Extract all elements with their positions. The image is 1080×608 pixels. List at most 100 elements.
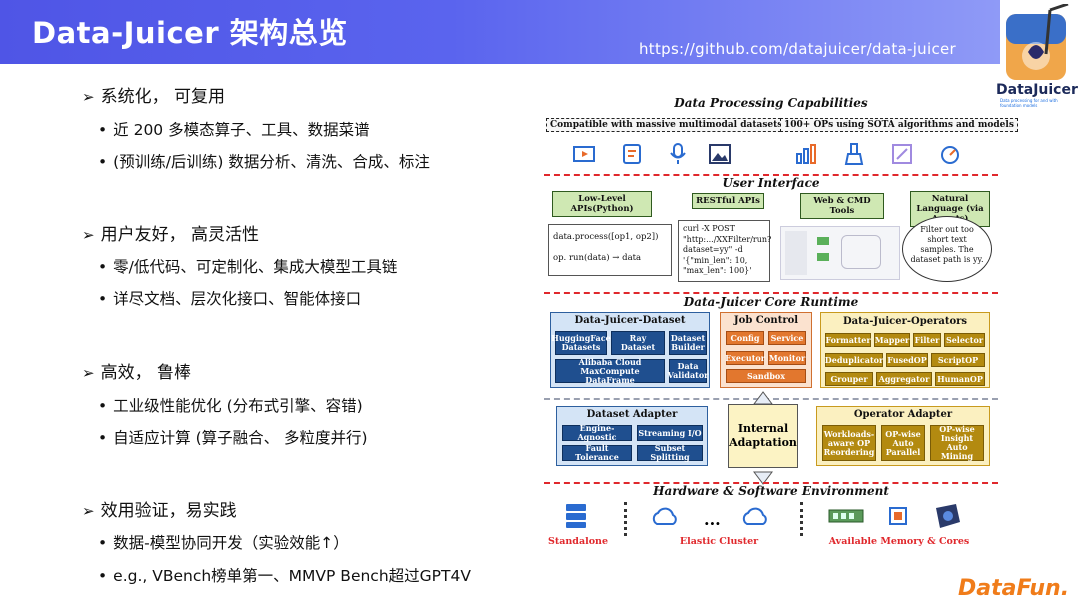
nl-speech-bubble: Filter out too short text samples. The d…	[902, 216, 992, 282]
dataset-adapter-panel: Dataset Adapter Engine-Agnostic Streamin…	[556, 406, 708, 466]
dataset-huggingface: HuggingFace Datasets	[551, 331, 611, 355]
datajuicer-logo-icon	[1006, 4, 1069, 80]
bullet-1-2: •(预训练/后训练) 数据分析、清洗、合成、标注	[98, 153, 430, 171]
datafun-logo: DataFun.	[958, 576, 1070, 601]
adapter-subset-splitting: Subset Splitting	[637, 444, 703, 462]
bullet-3-1: •工业级性能优化 (分布式引擎、容错)	[98, 397, 363, 415]
dataset-panel: Data-Juicer-Dataset HuggingFace Datasets…	[550, 312, 710, 388]
arrow-icon: ➢	[82, 88, 95, 106]
bullet-3-2: •自适应计算 (算子融合、 多粒度并行)	[98, 429, 368, 447]
operators-panel: Data-Juicer-Operators Formatter Mapper F…	[820, 312, 990, 388]
cloud-icon	[742, 507, 767, 525]
adapter-op-reordering: Workloads-aware OP Reordering	[822, 425, 876, 461]
job-service: Service	[768, 331, 806, 345]
bullet-2-1: •零/低代码、可定制化、集成大模型工具链	[98, 258, 398, 276]
env-separator-1	[624, 502, 627, 536]
ui-title: User Interface	[722, 176, 820, 190]
bullet-2-2: •详尽文档、层次化接口、智能体接口	[98, 290, 362, 308]
job-config: Config	[726, 331, 764, 345]
env-memory-label: Available Memory & Cores	[828, 536, 970, 547]
cap-ops: 100+ OPs using SOTA algorithms and model…	[780, 118, 1018, 132]
logo-text: DataJuicer	[996, 82, 1078, 98]
chart-icon	[796, 144, 816, 164]
python-line-2: op. run(data) → data	[553, 253, 642, 263]
section-heading-2: ➢用户友好， 高灵活性	[82, 225, 259, 245]
adapter-engine-agnostic: Engine-Agnostic	[562, 424, 632, 442]
synthesis-icon	[892, 144, 912, 164]
ui-lowlevel-api: Low-Level APIs(Python)	[552, 191, 652, 217]
ui-restful-api: RESTful APIs	[692, 193, 764, 209]
adapter-fault-tolerance: Fault Tolerance	[562, 444, 632, 462]
core-title: Data-Juicer Core Runtime	[683, 295, 859, 309]
op-selector: Selector	[944, 333, 985, 347]
divider-red-2	[544, 292, 998, 294]
op-grouper: Grouper	[825, 372, 873, 386]
operator-adapter-panel: Operator Adapter Workloads-aware OP Reor…	[816, 406, 990, 466]
dataset-maxcompute: Alibaba Cloud MaxCompute DataFrame	[555, 357, 665, 384]
page-title: Data-Juicer 架构总览	[32, 16, 348, 50]
divider-red-3	[544, 482, 998, 484]
divider-gray	[544, 398, 998, 400]
dataset-adapter-title: Dataset Adapter	[586, 409, 678, 420]
header-banner: Data-Juicer 架构总览 https://github.com/data…	[0, 0, 1000, 64]
op-aggregator: Aggregator	[876, 372, 932, 386]
text-doc-icon	[623, 144, 641, 164]
adapter-streaming-io: Streaming I/O	[637, 425, 703, 441]
op-fusedop: FusedOP	[886, 353, 928, 367]
architecture-diagram: Data Processing Capabilities Compatible …	[544, 90, 1018, 560]
op-humanop: HumanOP	[935, 372, 985, 386]
analysis-icon	[941, 146, 959, 164]
ui-web-cmd: Web & CMD Tools	[800, 193, 884, 219]
divider-red	[544, 174, 998, 176]
op-formatter: Formatter	[825, 333, 871, 347]
bidirectional-arrow-icon	[753, 391, 773, 485]
section-heading-3: ➢高效， 鲁棒	[82, 363, 191, 383]
memory-icon	[828, 509, 864, 523]
op-filter: Filter	[913, 333, 941, 347]
op-scriptop: ScriptOP	[931, 353, 985, 367]
dataset-builder: Dataset Builder	[669, 331, 707, 355]
image-icon	[709, 144, 731, 164]
arrow-icon: ➢	[82, 502, 95, 520]
audio-icon	[670, 143, 686, 164]
bullet-4-1: •数据-模型协同开发（实验效能↑）	[98, 534, 349, 552]
cloud-icon	[652, 507, 677, 525]
section-heading-1: ➢系统化， 可复用	[82, 87, 225, 107]
dataset-panel-title: Data-Juicer-Dataset	[574, 315, 686, 326]
op-mapper: Mapper	[874, 333, 910, 347]
adapter-insight-mining: OP-wise Insight Auto Mining	[930, 425, 984, 461]
video-icon	[573, 146, 595, 162]
operator-adapter-title: Operator Adapter	[853, 409, 953, 420]
ellipsis: ...	[704, 510, 721, 529]
server-icon	[566, 504, 586, 528]
job-control-title: Job Control	[733, 315, 799, 326]
python-line-1: data.process([op1, op2])	[553, 232, 659, 242]
env-standalone-label: Standalone	[547, 536, 608, 547]
section-heading-4: ➢效用验证，易实践	[82, 501, 237, 521]
env-title: Hardware & Software Environment	[653, 484, 889, 498]
capabilities-title: Data Processing Capabilities	[674, 96, 868, 110]
gpu-icon	[936, 504, 960, 528]
job-monitor: Monitor	[768, 351, 806, 365]
env-separator-2	[800, 502, 803, 536]
internal-adaptation-box: Internal Adaptation	[728, 404, 798, 468]
repo-url[interactable]: https://github.com/datajuicer/data-juice…	[638, 40, 956, 58]
arrow-icon: ➢	[82, 364, 95, 382]
cpu-icon	[889, 507, 907, 525]
job-control-panel: Job Control Config Service Executor Moni…	[720, 312, 812, 388]
adapter-auto-parallel: OP-wise Auto Parallel	[881, 425, 925, 461]
dataset-validator: Data Validator	[668, 359, 708, 383]
dataset-ray: Ray Dataset	[611, 331, 665, 355]
curl-code-box: curl -X POST "http:.../XXFilter/run?data…	[678, 220, 771, 282]
cap-multimodal: Compatible with massive multimodal datas…	[546, 118, 787, 132]
bullet-4-2: •e.g., VBench榜单第一、MMVP Bench超过GPT4V	[98, 567, 471, 585]
python-code-box: data.process([op1, op2]) op. run(data) →…	[548, 224, 672, 276]
env-elastic-label: Elastic Cluster	[679, 536, 759, 547]
operators-title: Data-Juicer-Operators	[842, 316, 968, 327]
op-deduplicator: Deduplicator	[825, 353, 883, 367]
web-ui-screenshot	[780, 226, 900, 280]
logo-subtext: Data processing for and with foundation …	[1000, 98, 1058, 108]
job-sandbox: Sandbox	[726, 369, 806, 383]
arrow-icon: ➢	[82, 226, 95, 244]
cleaning-icon	[844, 143, 864, 165]
